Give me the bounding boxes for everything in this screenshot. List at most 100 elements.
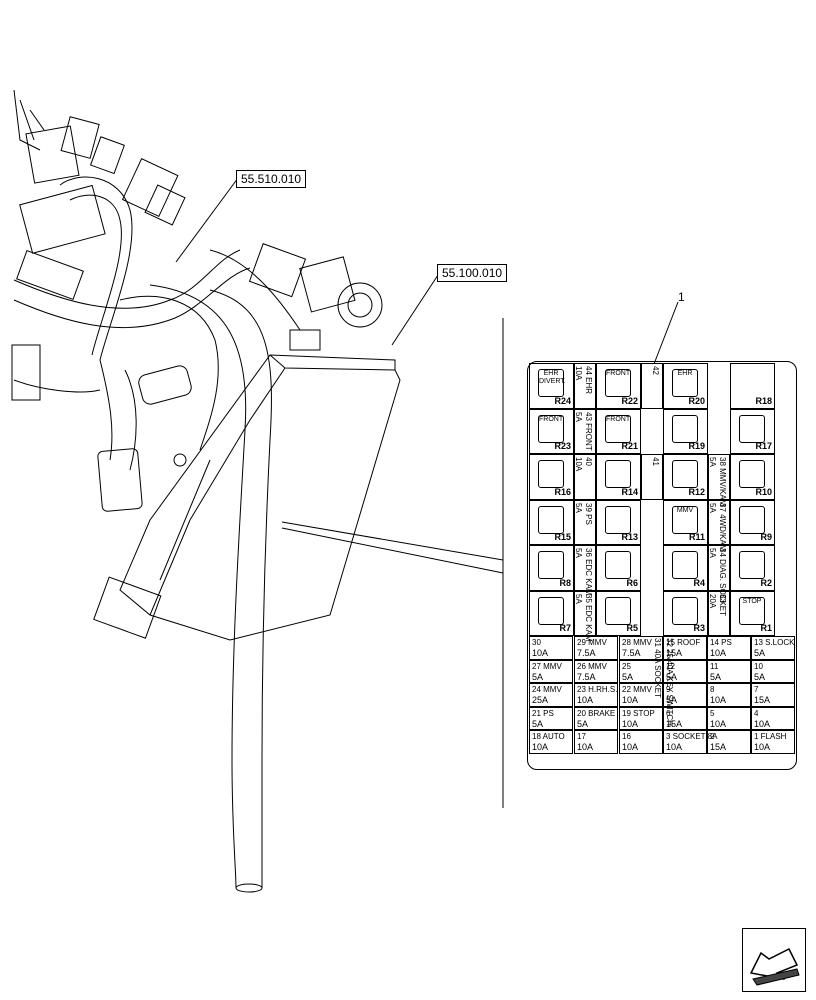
relay-id-label: R22	[621, 395, 638, 406]
fuse-amperage: 5A	[532, 671, 544, 682]
relay-id-label: R11	[688, 532, 705, 542]
relay-r17[interactable]: R17	[730, 408, 775, 454]
fuse-label: 39 PS	[584, 502, 593, 525]
fuse-number: 3 SOCKET 8A	[666, 732, 718, 741]
callout-number: 1	[678, 290, 685, 304]
next-page-arrow-icon[interactable]	[742, 928, 806, 992]
relay-id-label: R21	[621, 441, 638, 451]
relay-symbol-icon	[739, 414, 765, 443]
relay-r19[interactable]: R19	[663, 408, 708, 454]
relay-symbol-icon	[739, 551, 765, 579]
relay-r4[interactable]: R4	[663, 545, 708, 591]
relay-r24[interactable]: EHR DIVERT.R24	[529, 363, 574, 409]
fuse-amperage: 10A	[622, 718, 639, 729]
relay-r6[interactable]: R6	[596, 545, 641, 591]
fuse-41[interactable]: 41	[641, 454, 663, 500]
fusebox-reference-label[interactable]: 55.100.010	[437, 264, 508, 282]
fuse-number: 6	[666, 708, 671, 718]
fuse-label: 35 EDC KAM	[584, 593, 593, 642]
relay-id-label: R13	[621, 532, 638, 542]
fuse-amperage: 7.5A	[577, 648, 596, 658]
relay-r18[interactable]: R18	[730, 363, 775, 409]
relay-id-label: R23	[554, 441, 571, 451]
relay-r10[interactable]: R10	[730, 454, 775, 500]
relay-id-label: R10	[755, 486, 772, 497]
fuse-amperage: 5A	[710, 671, 722, 682]
relay-id-label: R4	[693, 577, 705, 588]
fuse-23[interactable]: 23 H.RH.S.10A	[574, 683, 618, 707]
relay-r16[interactable]: R16	[529, 454, 574, 500]
fuse-number: 15 ROOF	[666, 638, 701, 647]
relay-r15[interactable]: R15	[529, 499, 574, 545]
relay-r12[interactable]: R12	[663, 454, 708, 500]
relay-r9[interactable]: R9	[730, 499, 775, 545]
fuse-amperage: 5A	[666, 671, 678, 682]
fuse-number: 5	[710, 708, 715, 718]
fuse-amperage: 10A	[622, 695, 639, 705]
relay-symbol-icon: FRONT	[538, 414, 564, 443]
relay-r2[interactable]: R2	[730, 545, 775, 591]
relay-id-label: R5	[626, 623, 638, 633]
relay-r7[interactable]: R7	[529, 590, 574, 636]
fuse-amperage: 10A	[577, 695, 594, 705]
relay-r13[interactable]: R13	[596, 499, 641, 545]
relay-symbol-icon: FRONT	[605, 369, 631, 397]
relay-r14[interactable]: R14	[596, 454, 641, 500]
relay-id-label: R24	[554, 395, 571, 406]
fuse-42[interactable]: 42	[641, 363, 663, 409]
fuse-label: 36 EDC KAM	[584, 548, 593, 596]
fuse-amperage: 10A	[754, 718, 771, 729]
relay-r8[interactable]: R8	[529, 545, 574, 591]
relay-r5[interactable]: R5	[596, 590, 641, 636]
relay-r3[interactable]: R3	[663, 590, 708, 636]
fuse-label: 44 EHR	[584, 366, 593, 395]
harness-reference-label[interactable]: 55.510.010	[236, 170, 307, 188]
